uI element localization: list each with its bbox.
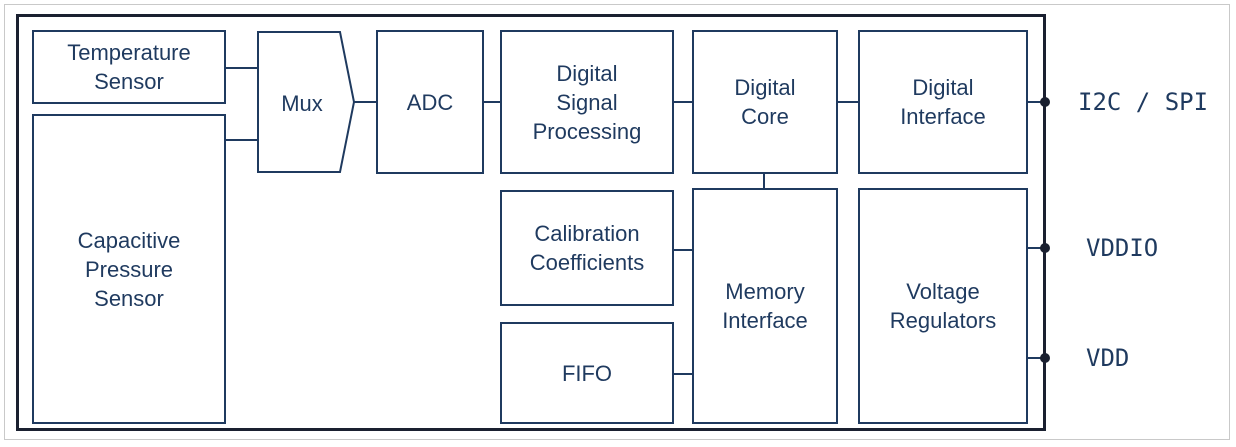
- wire-fifo-to-memory: [674, 373, 692, 375]
- pin-dot-i2c-spi: [1040, 97, 1050, 107]
- digital-signal-processing-block: Digital Signal Processing: [500, 30, 674, 174]
- wire-calibration-to-memory: [674, 249, 692, 251]
- pin-dot-vdd: [1040, 353, 1050, 363]
- wire-mux-to-adc: [354, 101, 376, 103]
- pin-label-vddio: VDDIO: [1086, 234, 1159, 262]
- wire-regulators-to-vddio: [1028, 247, 1046, 249]
- memory-interface-block: Memory Interface: [692, 188, 838, 424]
- adc-block: ADC: [376, 30, 484, 174]
- digital-core-block: Digital Core: [692, 30, 838, 174]
- chip-boundary: [16, 14, 1046, 431]
- wire-pressure-to-mux: [226, 139, 258, 141]
- mux-label: Mux: [281, 91, 323, 116]
- wire-temp-to-mux: [226, 67, 258, 69]
- voltage-regulators-block: Voltage Regulators: [858, 188, 1028, 424]
- wire-core-to-memory: [763, 174, 765, 188]
- wire-interface-to-pin: [1028, 101, 1046, 103]
- digital-interface-block: Digital Interface: [858, 30, 1028, 174]
- pin-dot-vddio: [1040, 243, 1050, 253]
- wire-dsp-to-core: [674, 101, 692, 103]
- image-frame: [4, 4, 1230, 440]
- wire-adc-to-dsp: [484, 101, 500, 103]
- calibration-coefficients-block: Calibration Coefficients: [500, 190, 674, 306]
- pin-label-vdd: VDD: [1086, 344, 1130, 372]
- pin-label-i2c-spi: I2C / SPI: [1078, 88, 1209, 116]
- fifo-block: FIFO: [500, 322, 674, 424]
- temperature-sensor-block: Temperature Sensor: [32, 30, 226, 104]
- capacitive-pressure-sensor-block: Capacitive Pressure Sensor: [32, 114, 226, 424]
- wire-regulators-to-vdd: [1028, 357, 1046, 359]
- mux-block: [257, 31, 356, 173]
- wire-core-to-interface: [838, 101, 858, 103]
